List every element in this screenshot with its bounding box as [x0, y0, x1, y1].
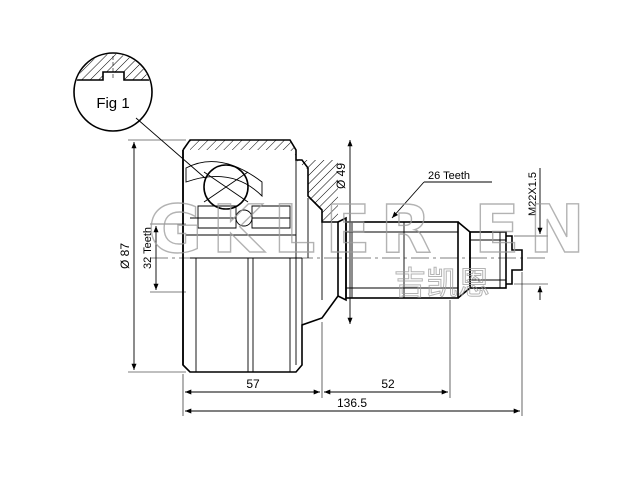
- dim-outer-teeth: 26 Teeth: [391, 170, 492, 219]
- dim-outer-teeth-label: 26 Teeth: [428, 170, 470, 182]
- dim-inner-teeth-label: 32 Teeth: [142, 227, 154, 269]
- dim-neck-diameter-label: Ø 49: [334, 163, 348, 189]
- detail-circle-fig1: Fig 1: [73, 52, 206, 179]
- dim-neck-diameter: Ø 49: [334, 140, 353, 324]
- watermark-sub: 吉凯恩: [394, 264, 490, 302]
- dim-inner-teeth: 32 Teeth: [142, 223, 186, 293]
- dim-stem-length-label: 52: [381, 377, 395, 391]
- dim-thread-label: M22X1.5: [527, 172, 539, 216]
- cv-joint-body: [182, 139, 339, 373]
- watermark: GKLER EN 吉凯恩: [147, 190, 595, 302]
- detail-leader-line: [135, 117, 206, 179]
- dim-lengths: 57 52 136.5: [182, 272, 523, 416]
- dim-body-length-label: 57: [246, 377, 260, 391]
- dim-outer-diameter: Ø 87: [118, 139, 186, 373]
- watermark-brand: GKLER EN: [148, 191, 595, 268]
- dim-thread: M22X1.5: [514, 168, 548, 300]
- dim-outer-diameter-label: Ø 87: [118, 243, 132, 269]
- figure-label: Fig 1: [96, 95, 129, 112]
- dim-total-length-label: 136.5: [337, 396, 367, 410]
